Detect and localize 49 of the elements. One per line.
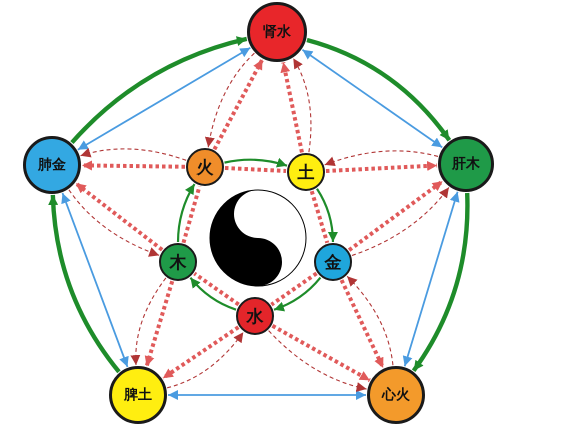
arrow bbox=[205, 52, 255, 148]
arrow bbox=[274, 276, 322, 312]
arrow bbox=[144, 280, 174, 367]
element-node: 火 bbox=[186, 148, 224, 186]
element-node: 土 bbox=[287, 153, 325, 191]
arrow bbox=[316, 188, 338, 242]
element-node: 肝木 bbox=[438, 136, 494, 192]
arrow bbox=[268, 330, 367, 392]
arrow bbox=[346, 276, 394, 366]
arrow bbox=[348, 180, 444, 252]
arrow bbox=[324, 150, 438, 166]
arrow bbox=[48, 194, 121, 374]
element-node: 脾土 bbox=[109, 366, 167, 424]
arrow bbox=[130, 278, 166, 366]
arrow bbox=[70, 36, 248, 144]
element-node: 肾水 bbox=[247, 2, 307, 62]
arrow bbox=[80, 148, 186, 161]
arrow bbox=[352, 187, 450, 256]
arrow bbox=[292, 58, 312, 152]
arrow bbox=[271, 324, 371, 382]
element-node: 木 bbox=[159, 243, 197, 281]
arrow bbox=[212, 58, 264, 150]
connector-line bbox=[270, 272, 318, 306]
arrow bbox=[340, 279, 385, 369]
arrow bbox=[61, 192, 129, 368]
element-node: 水 bbox=[236, 297, 274, 335]
arrow bbox=[162, 326, 240, 380]
arrow bbox=[224, 158, 288, 168]
arrow bbox=[82, 160, 186, 171]
connector-line bbox=[182, 186, 202, 244]
connector-line bbox=[224, 166, 286, 173]
connector-line bbox=[193, 272, 240, 306]
arrow bbox=[74, 182, 164, 252]
element-node: 金 bbox=[314, 243, 352, 281]
arrow bbox=[176, 183, 196, 242]
arrow bbox=[77, 47, 251, 150]
element-node: 肺金 bbox=[23, 136, 81, 194]
arrow bbox=[166, 332, 244, 388]
arrow bbox=[306, 38, 452, 142]
arrow bbox=[68, 189, 160, 256]
arrow bbox=[326, 160, 438, 173]
connector-line bbox=[310, 190, 330, 244]
arrow bbox=[190, 276, 236, 311]
arrow bbox=[280, 62, 304, 153]
arrow bbox=[412, 192, 470, 372]
element-node: 心火 bbox=[367, 366, 425, 424]
arrow bbox=[402, 192, 460, 367]
arrow bbox=[302, 49, 443, 148]
arrow bbox=[168, 390, 366, 400]
